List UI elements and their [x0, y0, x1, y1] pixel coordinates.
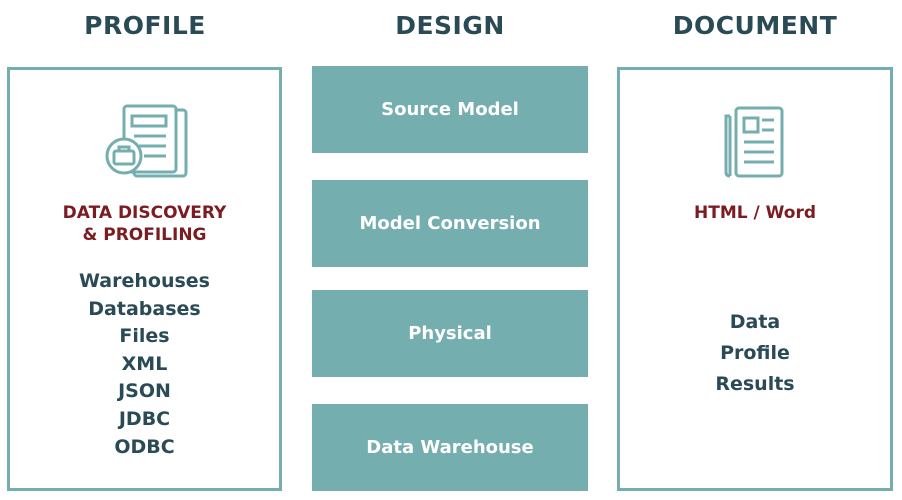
list-item: Results	[715, 373, 795, 395]
newspaper-icon	[724, 106, 784, 178]
html-word-heading: HTML / Word	[694, 203, 816, 223]
source-type-list: Warehouses Databases Files XML JSON JDBC…	[10, 268, 279, 461]
design-step-physical: Physical	[312, 290, 588, 377]
list-item: Profile	[720, 342, 790, 364]
data-discovery-heading: DATA DISCOVERY & PROFILING	[10, 202, 279, 246]
list-item: Warehouses	[79, 270, 210, 292]
list-item: Databases	[88, 297, 201, 320]
heading-line-2: & PROFILING	[82, 225, 207, 245]
design-step-model-conversion: Model Conversion	[312, 180, 588, 267]
list-item: XML	[121, 352, 168, 375]
heading-line-1: DATA DISCOVERY	[62, 203, 227, 223]
design-step-label: Data Warehouse	[366, 437, 534, 458]
design-step-label: Physical	[408, 323, 492, 344]
design-step-label: Source Model	[381, 99, 519, 120]
list-item: JSON	[118, 380, 171, 403]
document-with-briefcase-icon	[105, 104, 188, 178]
profile-panel: DATA DISCOVERY & PROFILING Warehouses Da…	[7, 67, 282, 491]
document-panel: HTML / Word Data Profile Results	[617, 67, 893, 491]
document-title: DOCUMENT	[672, 11, 838, 40]
results-list: Data Profile Results	[620, 307, 890, 400]
list-item: Data	[729, 311, 781, 333]
design-step-label: Model Conversion	[359, 213, 541, 234]
design-step-data-warehouse: Data Warehouse	[312, 404, 588, 491]
list-item: JDBC	[118, 407, 171, 430]
design-step-source-model: Source Model	[312, 66, 588, 153]
profile-title: PROFILE	[84, 11, 206, 40]
design-title: DESIGN	[395, 11, 505, 40]
list-item: ODBC	[114, 435, 175, 458]
list-item: Files	[119, 325, 170, 348]
